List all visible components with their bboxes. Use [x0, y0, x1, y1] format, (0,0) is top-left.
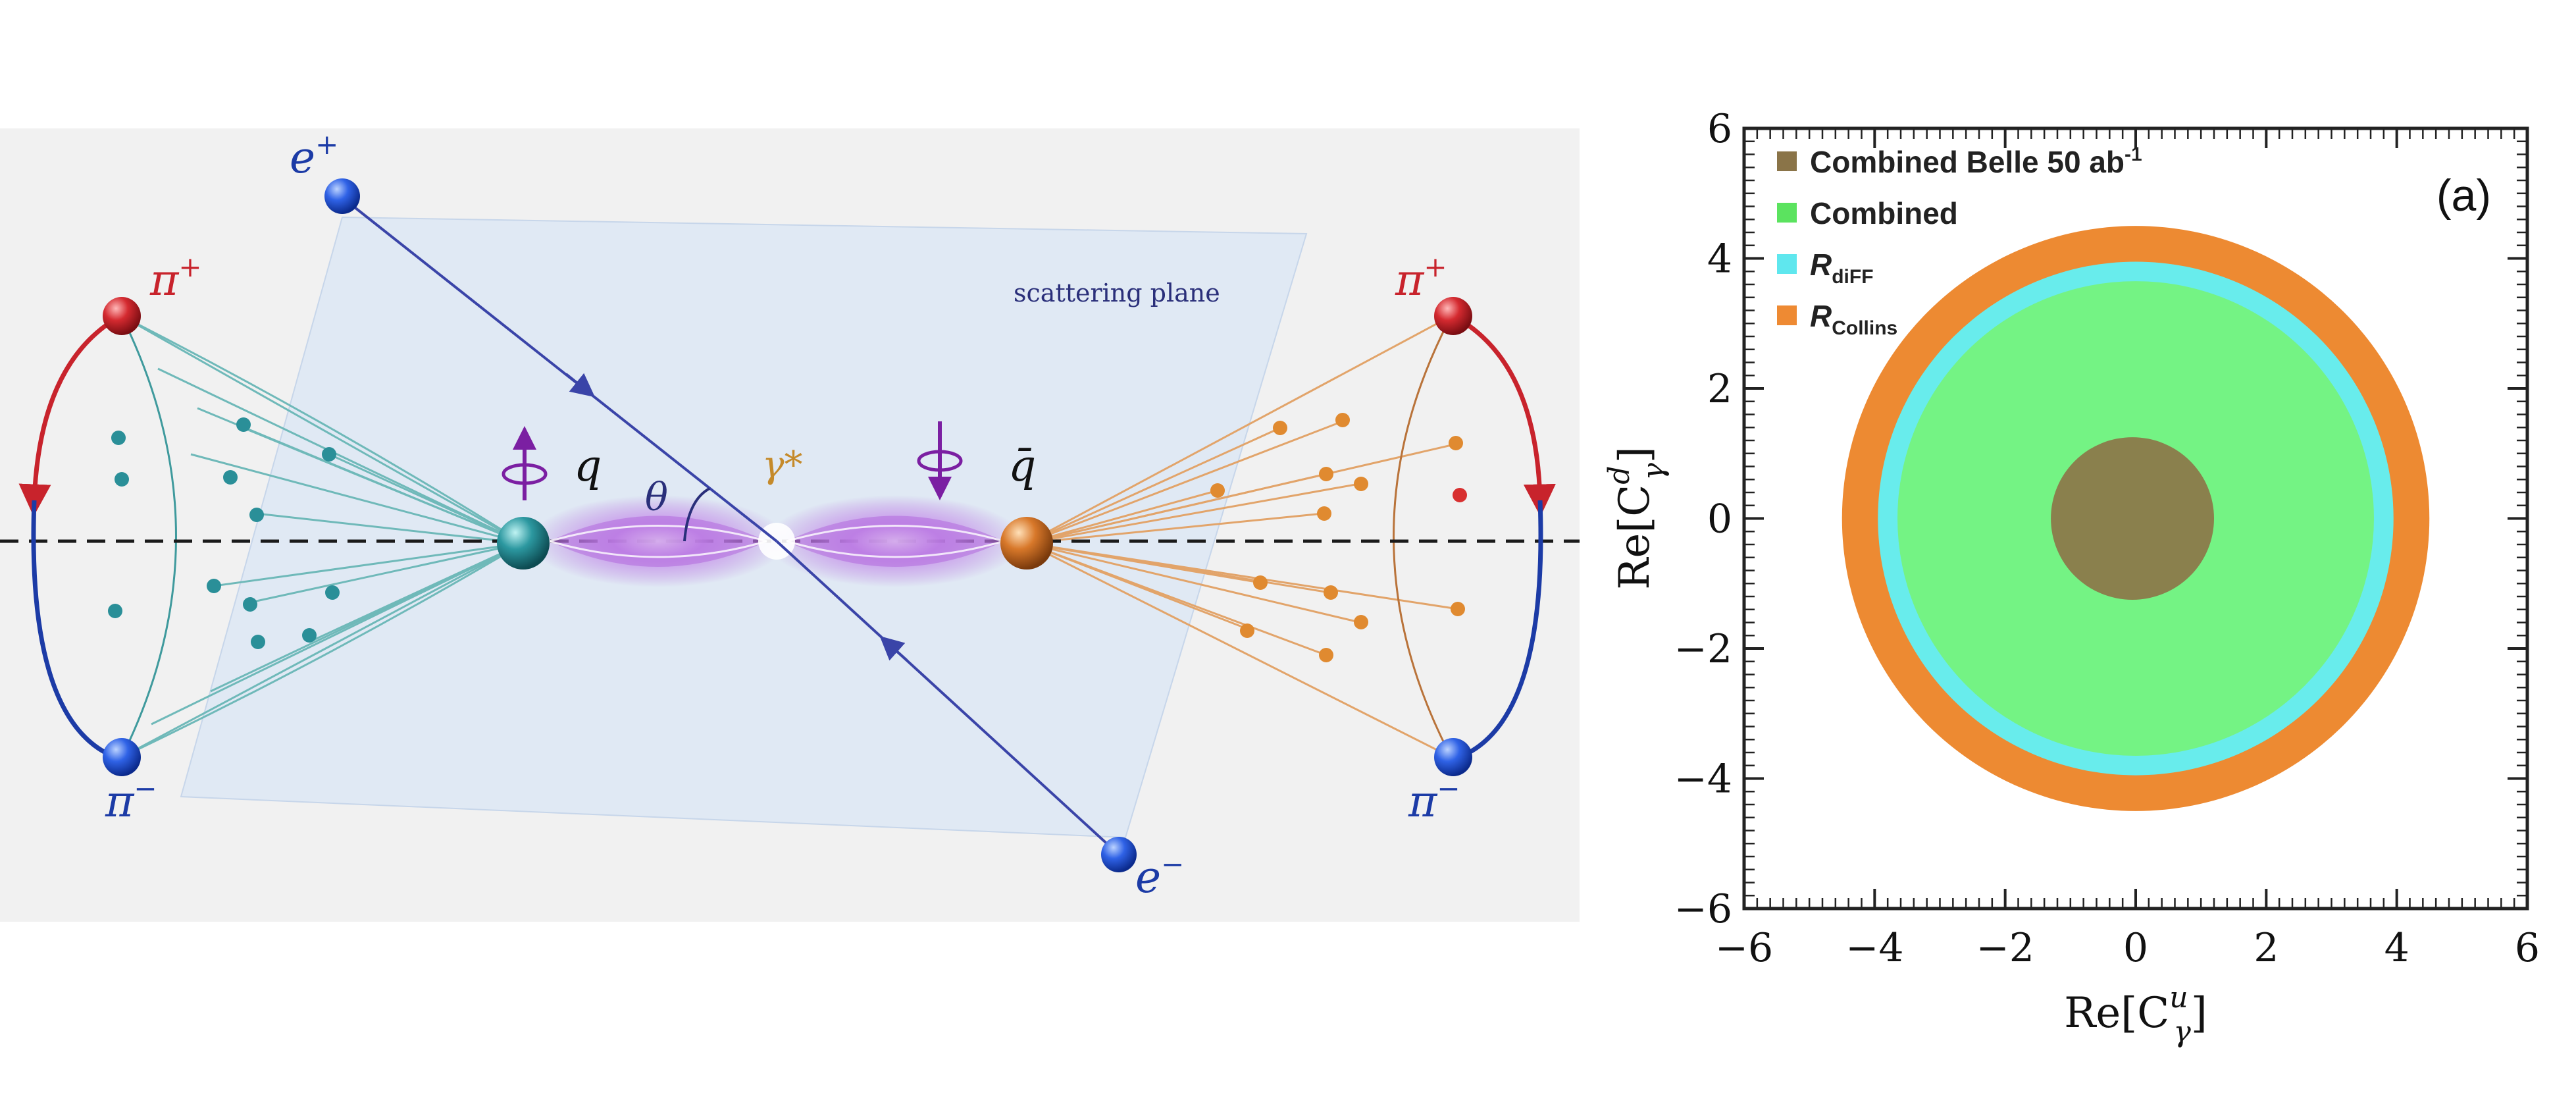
positron-ball: [324, 178, 360, 214]
x-axis-label-sub: γ: [2174, 1015, 2192, 1049]
right-pi-minus-ball: [1434, 738, 1472, 776]
x-axis-label-text: Re[C: [2064, 989, 2169, 1038]
legend-sub: Collins: [1832, 317, 1897, 339]
left-pi-plus-charge: +: [178, 251, 201, 283]
y-axis-label-sup: d: [1603, 466, 1636, 485]
y-tick-label: 6: [1707, 106, 1732, 152]
positron-label: e+: [290, 128, 338, 183]
photon-label: γ*: [762, 444, 802, 487]
left-pi-minus-ball: [103, 738, 141, 776]
x-tick-label: 2: [2254, 925, 2279, 971]
quark-jet: [121, 315, 524, 758]
legend-text: Combined: [1810, 196, 1958, 230]
legend-text: R: [1810, 299, 1832, 333]
theta-angle-arc: [683, 487, 711, 542]
panel-label: (a): [2436, 171, 2491, 221]
left-cone-arc: [120, 315, 177, 758]
quark-spin-arrow-icon: [502, 426, 548, 500]
y-tick-label: −4: [1674, 756, 1732, 803]
antiquark-jet-hadrons: [1210, 413, 1467, 662]
legend-text: Combined Belle 50 ab: [1810, 145, 2125, 179]
legend-label-1: Combined: [1810, 196, 1958, 230]
quark-label: q: [574, 440, 602, 491]
axis-tick-labels: −6 −4 −2 0 2 4 6 −6 −4 −2 0 2 4 6: [1674, 106, 2540, 971]
left-pion-loop-blue: [31, 500, 113, 758]
x-axis-label-close: ]: [2191, 989, 2207, 1038]
antiquark-spin-arrow-icon: [917, 421, 963, 500]
left-pi-minus-charge: −: [134, 772, 157, 805]
right-cone-arc: [1393, 315, 1453, 758]
left-pion-loop-red: [18, 319, 113, 517]
legend-swatch-1: [1777, 203, 1797, 223]
y-axis-label-close: ]: [1610, 446, 1659, 463]
x-tick-label: −4: [1845, 925, 1903, 971]
electron-symbol: e: [1135, 852, 1161, 903]
quark-ball: [497, 517, 550, 569]
electron-charge: −: [1161, 848, 1184, 880]
y-tick-label: 4: [1707, 236, 1732, 282]
y-axis-label: Re[Cdγ]: [1603, 446, 1670, 589]
left-pi-minus-label: π−: [105, 772, 157, 827]
legend-swatch-0: [1777, 151, 1797, 171]
right-pi-plus-label: π+: [1395, 251, 1447, 305]
constraint-chart: −6 −4 −2 0 2 4 6 −6 −4 −2 0 2 4 6 Combined Belle 50 a…: [1603, 106, 2540, 1049]
axis-ticks: [1743, 127, 2529, 910]
scattering-plane-label: scattering plane: [1014, 278, 1220, 307]
x-tick-label: 6: [2515, 925, 2540, 971]
antiquark-label: q̄: [1008, 440, 1036, 491]
electron-arrow: [879, 636, 908, 662]
y-tick-label: 0: [1707, 496, 1732, 543]
y-tick-label: 2: [1707, 366, 1732, 412]
left-pi-plus-label: π+: [149, 251, 202, 305]
antiquark-ball: [1000, 517, 1053, 569]
legend-swatch-2: [1777, 254, 1797, 274]
antiquark-jet: [1026, 315, 1458, 758]
legend-label-0: Combined Belle 50 ab-1: [1810, 144, 2142, 179]
legend-sup: -1: [2125, 144, 2142, 165]
right-pi-minus-charge: −: [1437, 772, 1460, 805]
x-tick-label: 0: [2123, 925, 2148, 971]
left-pi-minus-symbol: π: [105, 776, 135, 827]
x-tick-label: 4: [2384, 925, 2409, 971]
theta-label: θ: [645, 475, 668, 519]
right-pi-plus-symbol: π: [1395, 255, 1425, 305]
y-tick-label: −6: [1674, 886, 1732, 932]
y-axis-label-text: Re[C: [1610, 485, 1659, 590]
x-axis-label-sup: u: [2169, 981, 2188, 1015]
right-pi-plus-charge: +: [1424, 251, 1447, 283]
positron-charge: +: [315, 128, 338, 161]
right-pion-loop-blue: [1461, 500, 1543, 758]
photon-glow: [530, 495, 1023, 587]
electron-label: e−: [1135, 848, 1184, 903]
left-pi-plus-ball: [103, 297, 141, 335]
positron-arrow: [565, 373, 596, 398]
x-tick-label: −2: [1976, 925, 2034, 971]
scattering-diagram: scattering plane: [0, 128, 1580, 922]
legend-label-2: RdiFF: [1810, 248, 1874, 288]
right-pion-loop-red: [1461, 319, 1556, 517]
x-tick-label: −6: [1715, 925, 1773, 971]
right-pi-minus-label: π−: [1408, 772, 1460, 827]
legend-sub: diFF: [1832, 266, 1873, 288]
y-tick-label: −2: [1674, 626, 1732, 672]
legend-label-3: RCollins: [1810, 299, 1897, 339]
right-pi-plus-ball: [1434, 297, 1472, 335]
region-disk-3: [2051, 437, 2215, 600]
y-axis-label-group: Re[Cdγ]: [1603, 446, 1670, 589]
legend-swatch-3: [1777, 305, 1797, 325]
positron-track: [341, 196, 778, 543]
electron-ball: [1101, 837, 1137, 872]
legend: Combined Belle 50 ab-1CombinedRdiFFRColl…: [1777, 144, 2142, 339]
positron-symbol: e: [290, 132, 315, 183]
constraint-regions: [1842, 226, 2430, 811]
y-axis-label-sub: γ: [1637, 463, 1670, 481]
left-pi-plus-symbol: π: [149, 255, 180, 305]
quark-jet-hadrons: [108, 417, 340, 649]
right-pi-minus-symbol: π: [1408, 776, 1438, 827]
legend-text: R: [1810, 248, 1832, 282]
electron-track: [775, 540, 1120, 856]
